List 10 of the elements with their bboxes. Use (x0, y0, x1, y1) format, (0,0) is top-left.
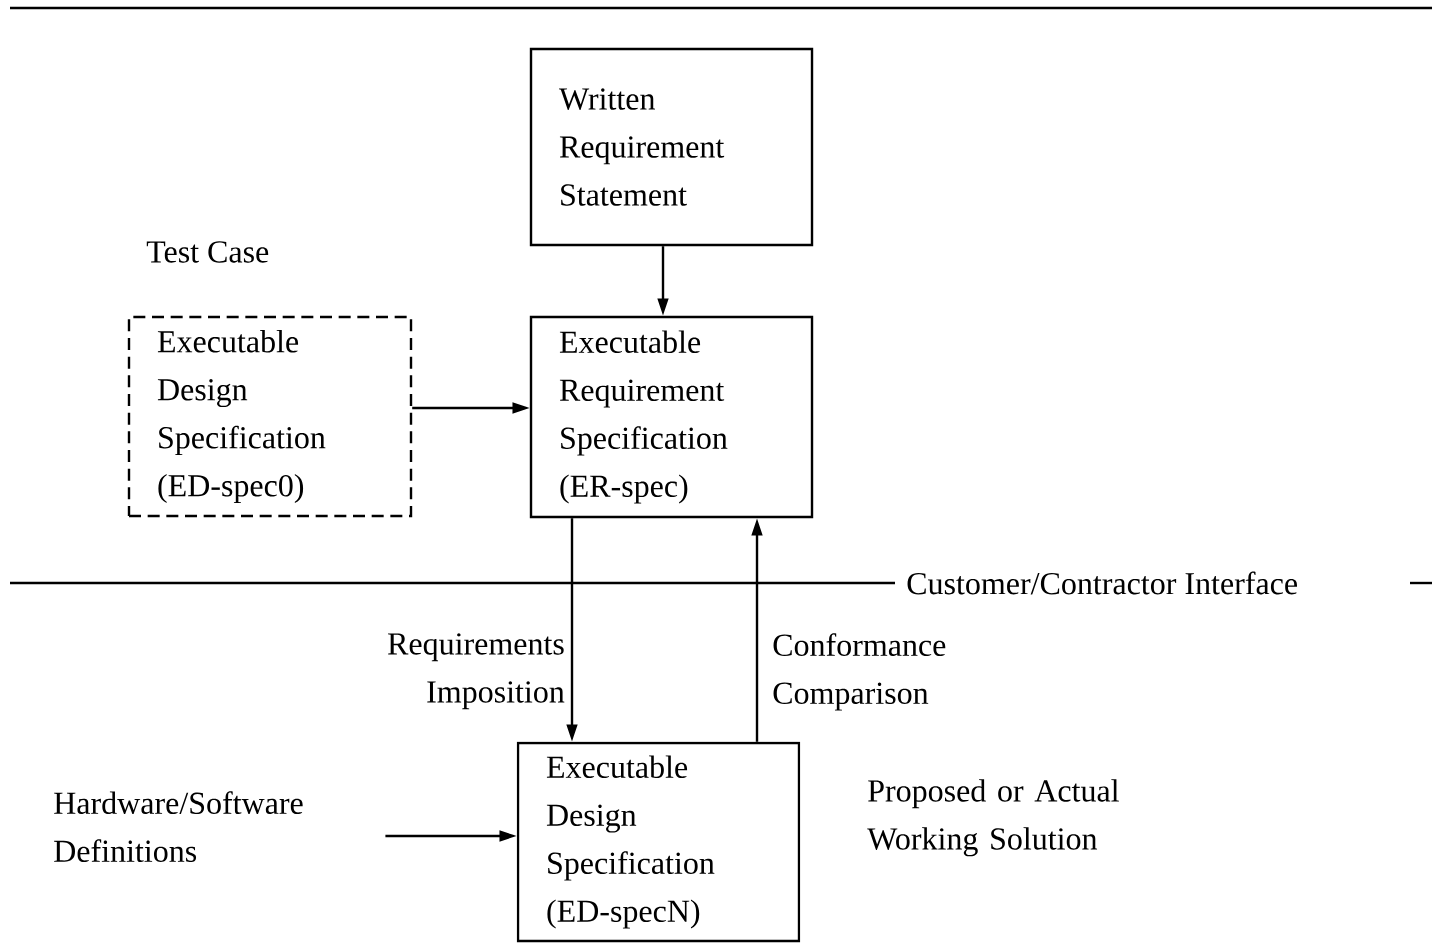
box-heading: Test Case (146, 241, 269, 263)
process-box: Executable Design Specification (ED-specN) (516, 741, 801, 943)
input-text: Hardware/Software Definitions (54, 791, 303, 863)
edge-label: Conformance Comparison (773, 633, 946, 711)
process-box: Written Requirement Statement (529, 47, 814, 247)
solution-label: Proposed or Actual Working Solution (867, 779, 1119, 857)
dashed-box: Executable Design Specification (ED-spec0) (127, 315, 413, 518)
edge-label: Requirements Imposition (388, 633, 565, 710)
interface-label: Customer/Contractor Interface (907, 571, 1297, 595)
process-box: Executable Requirement Specification (ER-spec) (529, 315, 814, 519)
